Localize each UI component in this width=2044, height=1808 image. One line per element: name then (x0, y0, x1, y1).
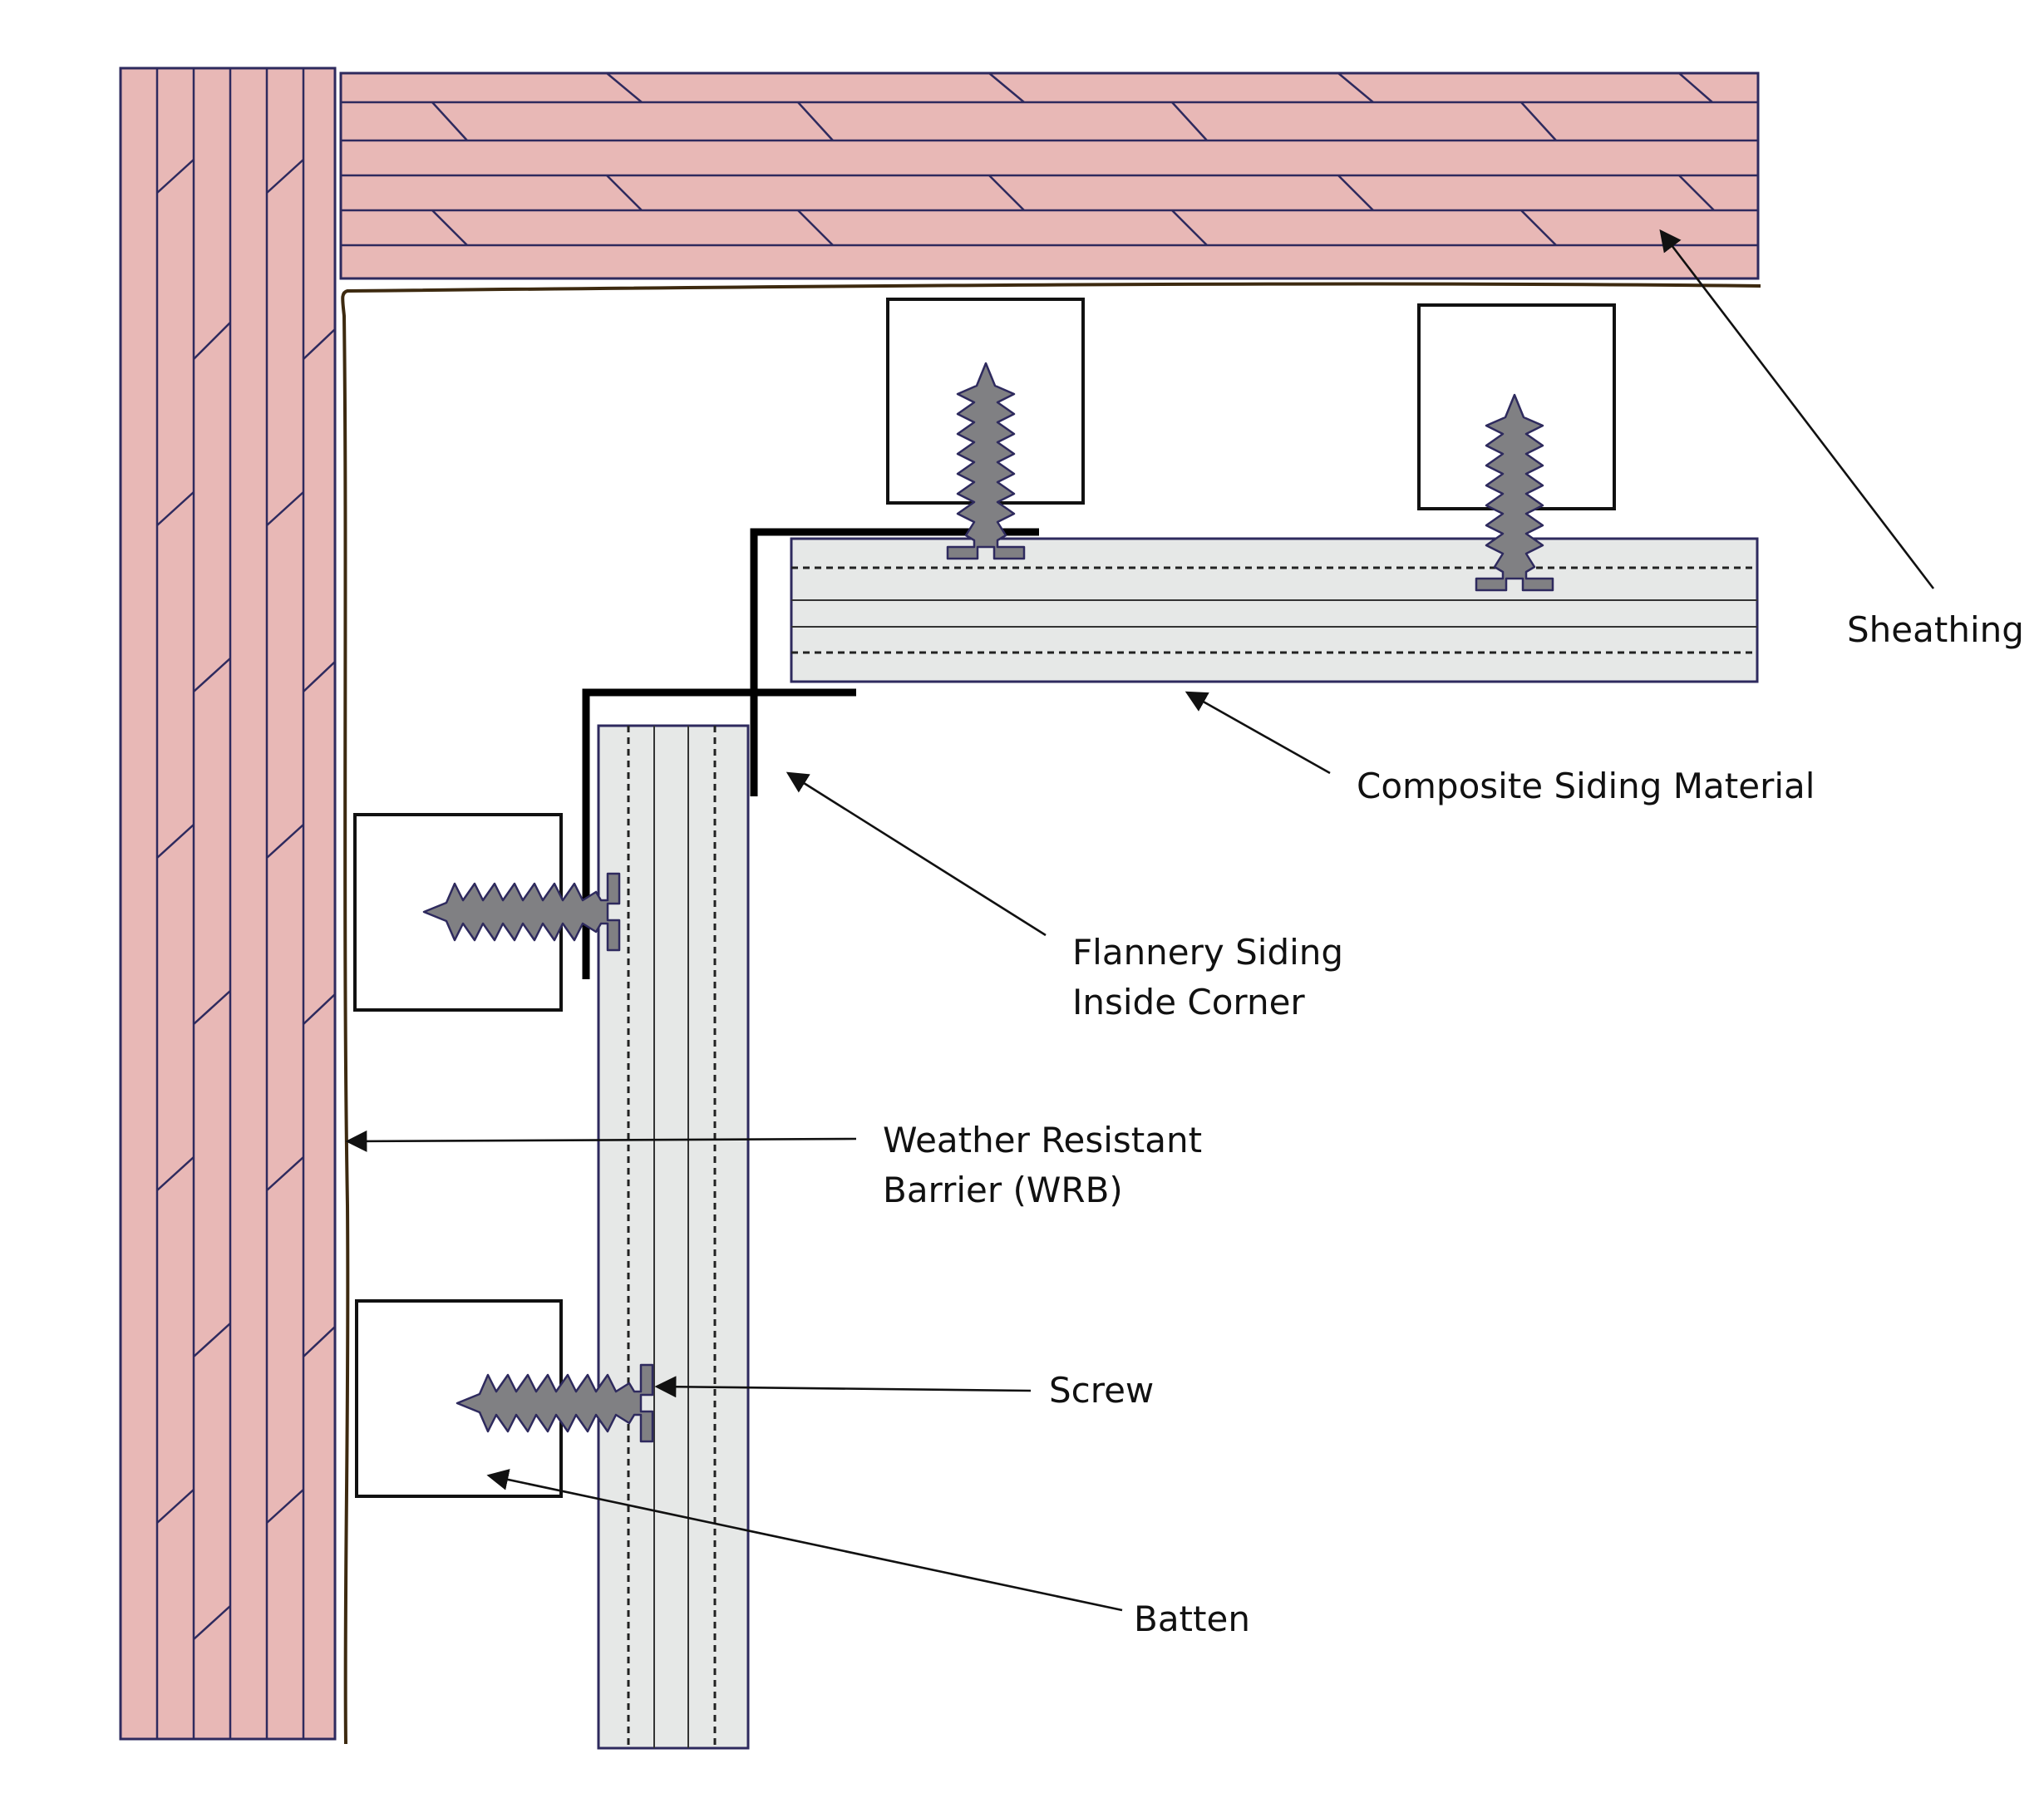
leader-flannery (786, 771, 1047, 937)
leader-sheathing (1659, 229, 1935, 589)
sheathing-panel-left (119, 67, 337, 1741)
label-wrb-line1: Weather Resistant (883, 1120, 1202, 1160)
leader-composite-siding (1185, 691, 1331, 775)
wrb-line (341, 282, 1761, 1745)
leader-screw (654, 1376, 1032, 1398)
sheathing-panel-top (339, 71, 1760, 280)
label-screw: Screw (1049, 1370, 1154, 1411)
leader-wrb (345, 1130, 857, 1152)
leader-batten (486, 1469, 1123, 1612)
label-composite-siding: Composite Siding Material (1357, 766, 1815, 806)
label-flannery-line1: Flannery Siding (1072, 932, 1343, 973)
label-sheathing: Sheathing (1847, 609, 2024, 650)
label-flannery-line2: Inside Corner (1072, 982, 1305, 1022)
composite-siding-horizontal (790, 537, 1759, 683)
label-batten: Batten (1134, 1599, 1250, 1639)
label-wrb-line2: Barrier (WRB) (883, 1170, 1123, 1210)
composite-siding-vertical (597, 724, 750, 1750)
flannery-inside-corner (582, 528, 1039, 979)
